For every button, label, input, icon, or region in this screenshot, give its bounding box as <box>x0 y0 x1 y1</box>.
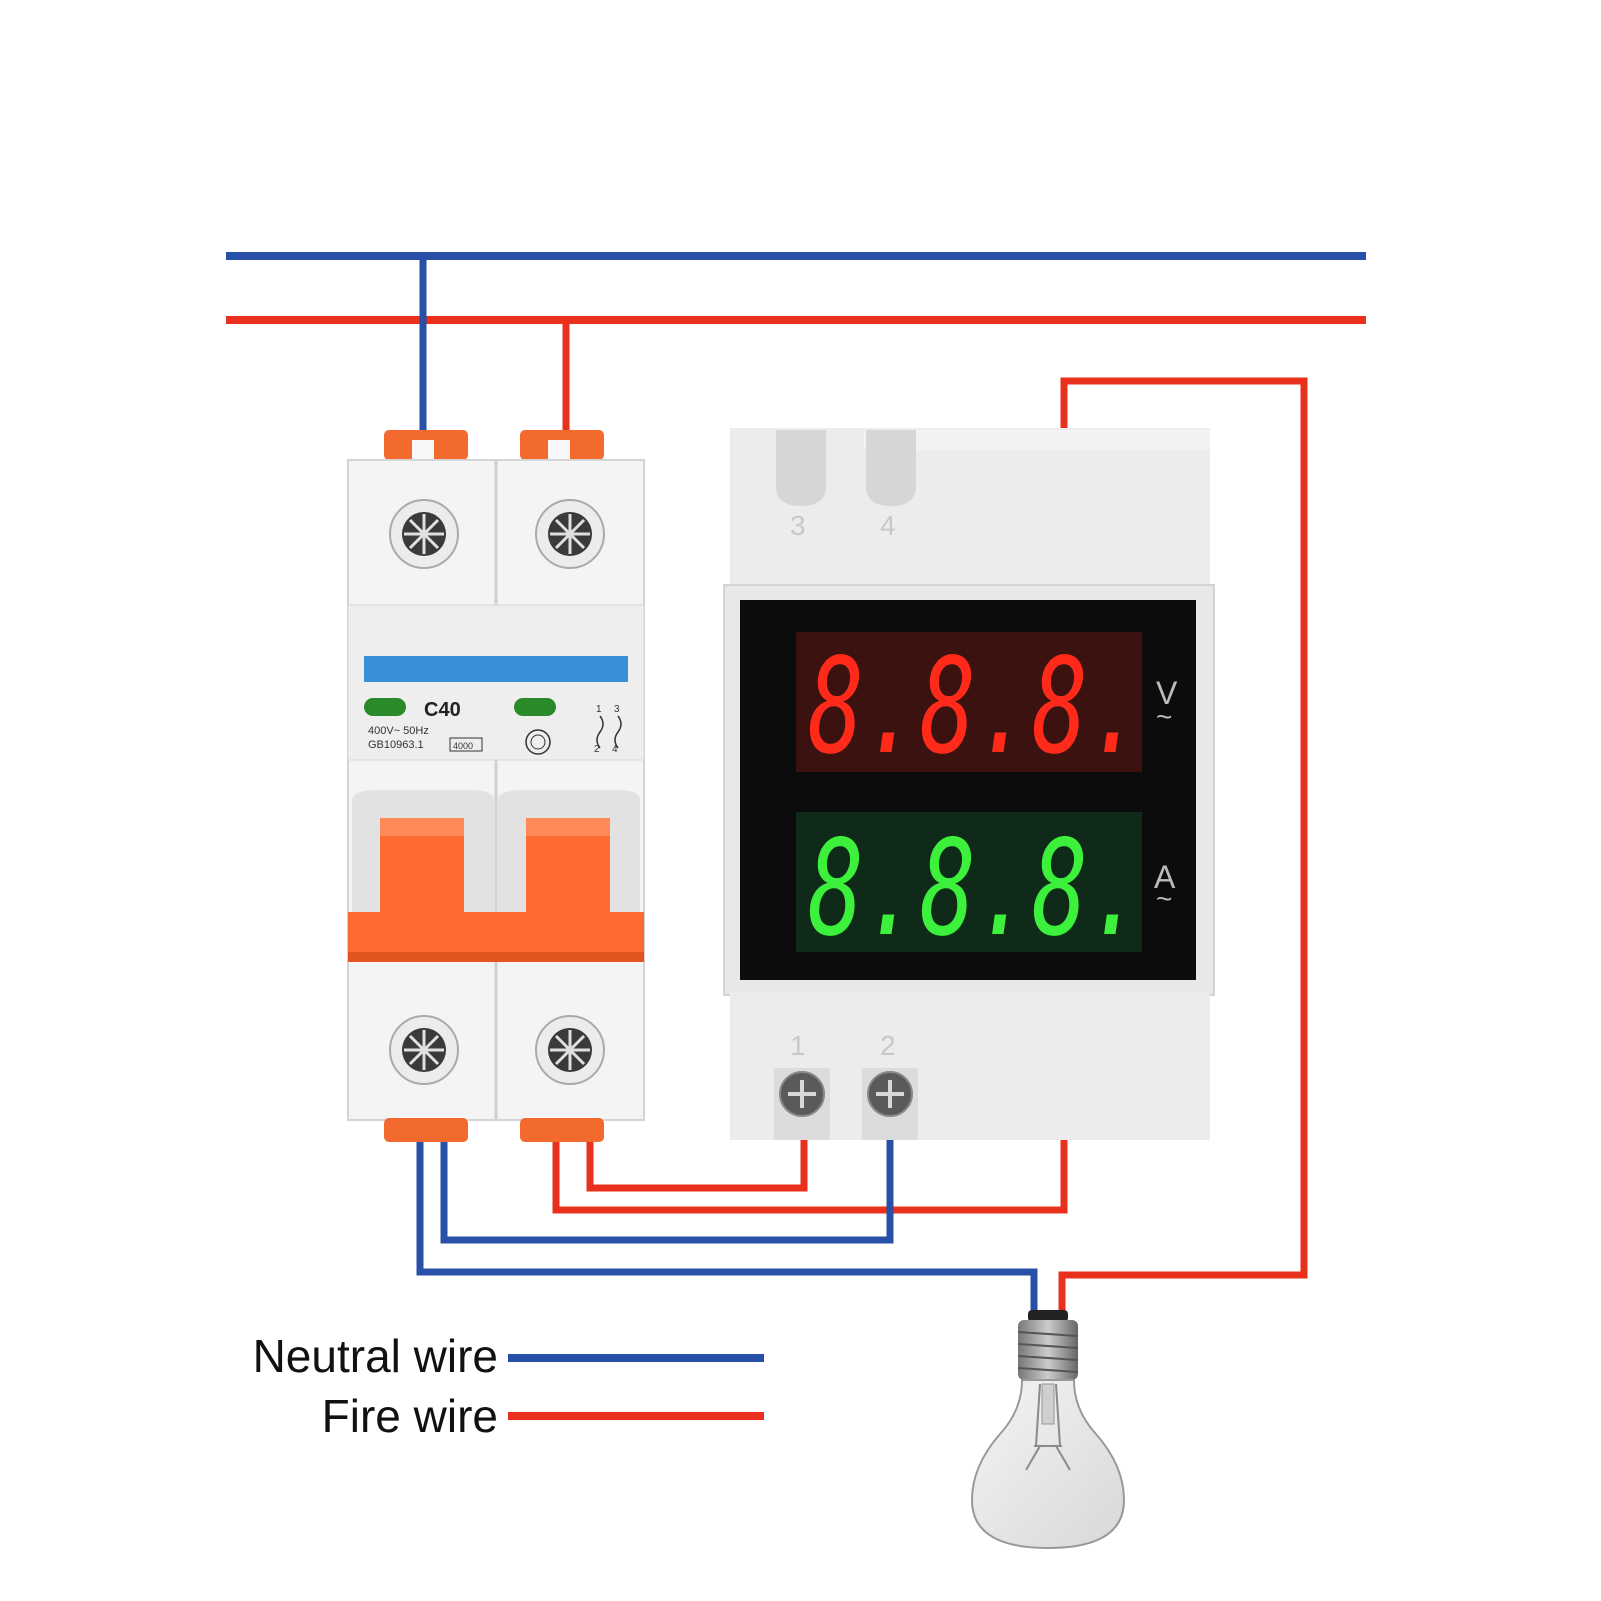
fire-breaker-to-terminal-1 <box>586 1140 808 1192</box>
status-indicator-left <box>364 698 406 716</box>
terminal-slot-3 <box>776 430 826 506</box>
screw-icon <box>389 499 459 569</box>
breaker-rating: C40 <box>424 699 461 721</box>
terminal-label-2: 2 <box>880 1030 896 1061</box>
legend-fire-label: Fire wire <box>322 1390 498 1442</box>
terminal-mark-1: 1 <box>596 704 602 715</box>
terminal-slot-4 <box>866 430 916 506</box>
terminal-label-4: 4 <box>880 510 896 541</box>
screw-icon <box>867 1071 913 1117</box>
fire-meter-to-lamp <box>1058 377 1308 1320</box>
screw-icon <box>779 1071 825 1117</box>
fire-breaker-to-meter-out <box>552 1140 1068 1214</box>
status-indicator-right <box>514 698 556 716</box>
screw-icon <box>535 1015 605 1085</box>
terminal-mark-2: 2 <box>594 744 600 755</box>
bus-wires <box>226 252 1366 324</box>
feed-wires <box>416 256 1308 1320</box>
terminal-label-3: 3 <box>790 510 806 541</box>
breaker-standard: GB10963.1 <box>368 739 424 751</box>
breaker-blue-stripe <box>364 656 628 682</box>
terminal-schematic-icon: 1 3 2 4 <box>594 704 622 755</box>
current-ac-symbol: ~ <box>1156 883 1172 914</box>
breaker-spec: 400V~ 50Hz <box>368 725 429 737</box>
wire-legend: Neutral wire Fire wire <box>253 1330 764 1442</box>
bottom-clamp-right <box>520 1118 604 1142</box>
current-unit: A <box>1154 859 1176 895</box>
screw-icon <box>535 499 605 569</box>
circuit-breaker: C40 400V~ 50Hz GB10963.1 4000 1 3 2 4 <box>347 430 645 1142</box>
terminal-mark-3: 3 <box>614 704 620 715</box>
certification-mark-icon <box>525 729 551 755</box>
screw-icon <box>389 1015 459 1085</box>
voltage-unit: V <box>1156 675 1178 711</box>
bulb-glass <box>970 1379 1126 1550</box>
breaker-capacity: 4000 <box>453 741 473 751</box>
voltage-ac-symbol: ~ <box>1156 701 1172 732</box>
legend-neutral-label: Neutral wire <box>253 1330 498 1382</box>
terminal-mark-4: 4 <box>612 744 618 755</box>
voltage-readout: 8.8.8. <box>808 630 1144 784</box>
current-readout: 8.8.8. <box>808 812 1144 966</box>
terminal-label-1: 1 <box>790 1030 806 1061</box>
neutral-breaker-to-lamp <box>416 1142 1038 1320</box>
bottom-clamp-left <box>384 1118 468 1142</box>
voltage-panel <box>796 632 1142 772</box>
current-panel <box>796 812 1142 952</box>
light-bulb-icon <box>970 1310 1126 1550</box>
voltmeter-ammeter: 3 4 8.8.8. V ~ 8.8.8. A ~ 1 2 <box>723 428 1215 1140</box>
neutral-breaker-to-terminal-2 <box>440 1140 894 1244</box>
